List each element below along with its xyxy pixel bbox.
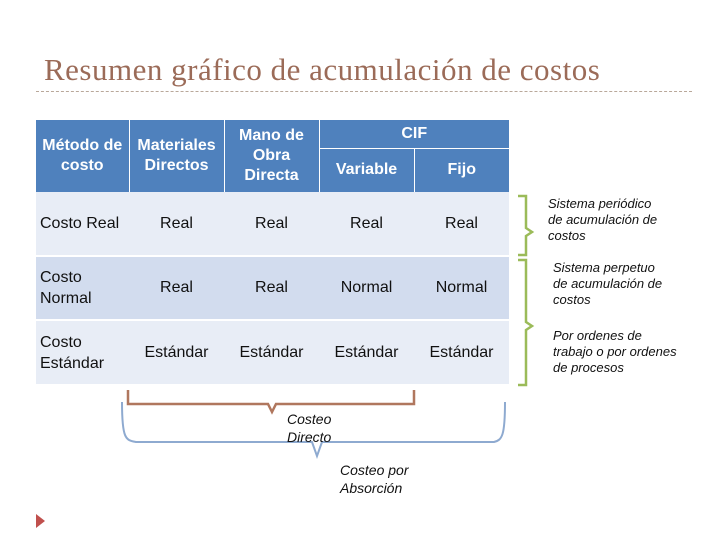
table-cell: Real [129,192,224,256]
table-cell: Estándar [224,319,319,384]
table-cell: Real [224,192,319,256]
title-divider [36,91,692,92]
table-row: Costo Real Real Real Real Real [36,192,509,256]
header-metodo: Método de costo [36,120,129,192]
header-variable: Variable [318,147,414,192]
table-cell: Estándar [129,319,224,384]
table-cell: Estándar [319,319,414,384]
header-mano-obra: Mano de Obra Directa [223,120,319,192]
bullet-arrow-icon [36,514,45,528]
note-costeo-directo: Costeo Directo [287,411,332,445]
bracket-sistema-perpetuo [518,258,535,387]
table-cell: Normal [319,255,414,320]
table-row: Costo Estándar Estándar Estándar Estánda… [36,319,509,384]
row-label: Costo Real [36,192,129,256]
row-label: Costo Estándar [36,319,129,384]
bracket-costeo-directo [126,390,416,415]
table-row: Costo Normal Real Real Normal Normal [36,255,509,320]
bracket-costeo-absorcion [121,401,506,459]
bracket-sistema-periodico [518,194,535,257]
table-cell: Estándar [414,319,509,384]
row-label: Costo Normal [36,255,129,320]
table-cell: Real [319,192,414,256]
table-cell: Normal [414,255,509,320]
note-sistema-periodico: Sistema periódico de acumulación de cost… [548,196,658,243]
header-fijo: Fijo [413,147,509,192]
table-cell: Real [414,192,509,256]
note-por-ordenes: Por ordenes de trabajo o por ordenes de … [553,328,677,375]
cost-table: Método de costo Materiales Directos Mano… [36,120,509,384]
note-sistema-perpetuo: Sistema perpetuo de acumulación de costo… [553,260,663,307]
slide-title: Resumen gráfico de acumulación de costos [44,52,601,87]
header-materiales: Materiales Directos [128,120,224,192]
table-cell: Real [224,255,319,320]
table-cell: Real [129,255,224,320]
note-costeo-absorcion: Costeo por Absorción [340,462,409,496]
header-cif: CIF [318,120,509,148]
